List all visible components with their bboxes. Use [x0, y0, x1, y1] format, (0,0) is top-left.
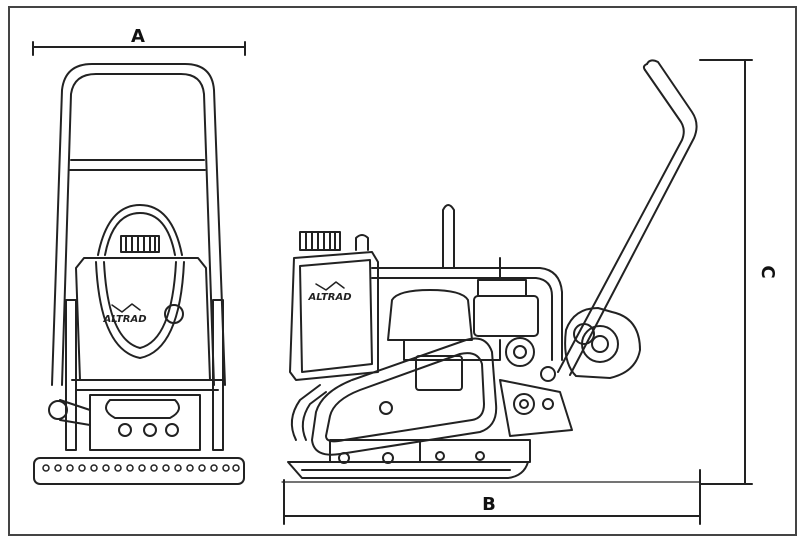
- front-view-compactor: ALTRAD: [33, 63, 245, 485]
- dimension-a: A: [32, 26, 246, 56]
- front-logo-text: ALTRAD: [102, 314, 146, 325]
- dimension-c: C: [699, 59, 778, 485]
- side-fuel-cap: [299, 231, 341, 251]
- dimension-b-label: B: [482, 494, 496, 515]
- front-plate-holes: [42, 464, 240, 472]
- front-badge: [164, 304, 184, 324]
- dimension-c-label: C: [757, 265, 778, 278]
- dimension-a-label: A: [131, 26, 145, 47]
- front-fuel-cap: [120, 235, 160, 253]
- side-logo-text: ALTRAD: [307, 292, 351, 303]
- side-view-compactor: ALTRAD: [287, 59, 698, 479]
- side-base-plate: [287, 461, 529, 479]
- drawing-frame: [8, 6, 797, 536]
- front-base-plate: [33, 457, 245, 485]
- dimension-b: B: [283, 469, 701, 525]
